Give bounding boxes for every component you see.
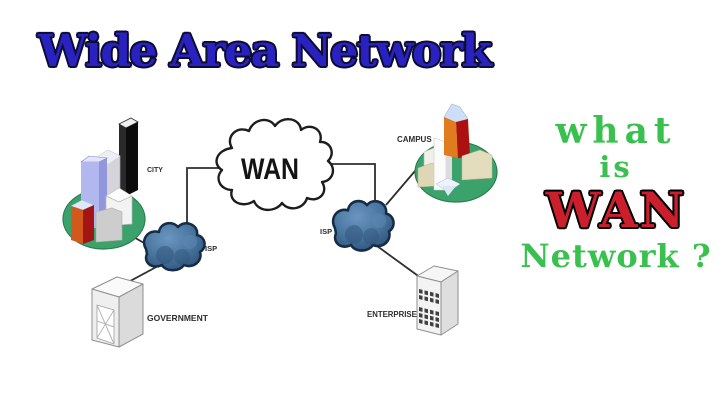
isp-right-cloud <box>331 199 395 252</box>
link-wan-ispleft <box>186 167 222 224</box>
caption-is: is <box>599 149 633 184</box>
wan-cloud-label: WAN <box>241 153 299 186</box>
campus-label: CAMPUS <box>397 135 432 144</box>
enterprise-node <box>416 265 459 336</box>
link-ispright-enterprise <box>376 245 422 279</box>
caption-wan: WAN <box>545 181 687 240</box>
link-wan-ispright <box>320 163 376 202</box>
page-title: Wide Area Network <box>38 26 492 77</box>
enterprise-label: ENTERPRISE <box>367 310 417 319</box>
isp-left-label: ISP <box>205 244 217 253</box>
caption-block: what is WAN Network ? <box>518 110 714 276</box>
isp-left-cloud <box>142 221 206 272</box>
enterprise-windows <box>419 289 439 328</box>
city-label: CITY <box>147 167 163 174</box>
government-label: GOVERNMENT <box>147 313 209 323</box>
wan-cloud-shape <box>215 118 335 212</box>
caption-what: what <box>555 110 677 152</box>
government-node <box>91 276 144 348</box>
isp-right-label: ISP <box>320 227 332 236</box>
caption-network: Network ? <box>520 237 712 276</box>
campus-node <box>414 103 498 203</box>
wan-cloud: WAN <box>215 118 335 212</box>
city-node <box>62 117 146 250</box>
